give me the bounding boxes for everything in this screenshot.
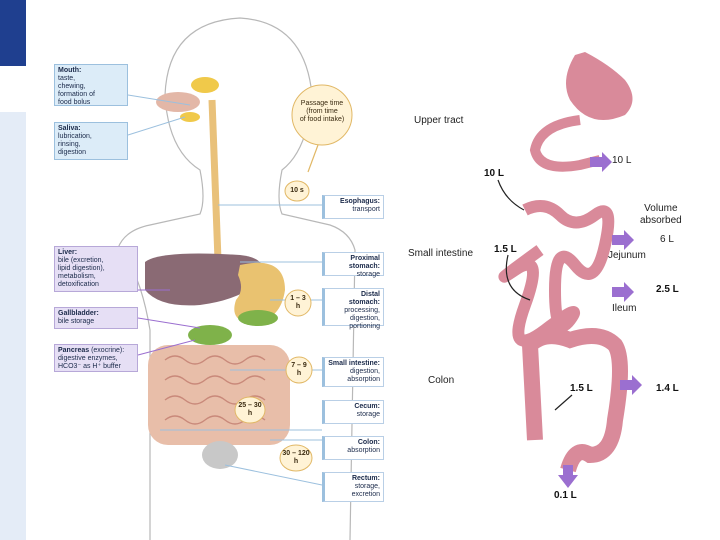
label-small-intestine: Small intestine: [408, 248, 474, 259]
value-in-10l: 10 L: [484, 168, 505, 179]
esophagus: [208, 99, 222, 261]
rectum: [202, 441, 238, 469]
box-proximal-stomach-body: storage: [356, 271, 380, 278]
colon-frame: [521, 328, 628, 473]
small-intestine-loops: [164, 355, 266, 425]
label-mouth: Mouth: taste, chewing, formation of food…: [54, 64, 128, 106]
label-colon: Colon: [428, 375, 455, 386]
value-jejunum: 6 L: [660, 234, 674, 245]
box-small-intestine: Small intestine: digestion, absorption: [322, 357, 384, 387]
box-rectum-body: storage, excretion: [351, 483, 380, 498]
box-colon-title: Colon:: [357, 439, 380, 446]
box-esophagus: Esophagus: transport: [322, 195, 384, 219]
time-cecum: 25 – 30 h: [238, 402, 262, 417]
value-ileum: 2.5 L: [656, 284, 679, 295]
duodenum: [529, 115, 602, 172]
time-stomach: 1 – 3 h: [290, 295, 306, 310]
salivary-gland: [191, 77, 219, 93]
inflow-arrow-colon: [554, 394, 573, 411]
time-small-intestine: 7 – 9 h: [291, 362, 307, 377]
box-cecum: Cecum: storage: [322, 400, 384, 424]
box-rectum-title: Rectum:: [351, 475, 380, 482]
label-gallbladder-body: bile storage: [58, 318, 95, 325]
inflow-arrow-1-5l: [505, 254, 531, 301]
box-cecum-title: Cecum:: [354, 403, 380, 410]
box-esophagus-body: transport: [352, 206, 380, 213]
label-mouth-title: Mouth:: [58, 67, 82, 74]
inflow-arrow-10l: [497, 179, 525, 211]
box-proximal-stomach: Proximal stomach: storage: [322, 252, 384, 278]
accent-bar-top: [0, 0, 26, 66]
label-liver-body: bile (excretion, lipid digestion), metab…: [58, 257, 105, 288]
box-distal-stomach-title: Distal stomach:: [348, 291, 380, 306]
value-in-1-5l: 1.5 L: [494, 244, 517, 255]
label-jejunum: Jejunum: [608, 250, 646, 261]
label-pancreas-body: digestive enzymes, HCO3⁻ as H⁺ buffer: [58, 355, 121, 370]
salivary-gland-lower: [180, 112, 200, 122]
label-liver: Liver: bile (excretion, lipid digestion)…: [54, 246, 138, 292]
box-small-intestine-title: Small intestine:: [328, 360, 380, 367]
label-ileum: Ileum: [612, 303, 637, 314]
oral-cavity: [156, 92, 200, 112]
label-saliva-title: Saliva:: [58, 125, 81, 132]
box-small-intestine-body: digestion, absorption: [347, 368, 380, 383]
label-pancreas-title-rest: (exocrine):: [89, 347, 125, 354]
label-saliva-body: lubrication, rinsing, digestion: [58, 133, 92, 156]
box-colon-body: absorption: [347, 447, 380, 454]
label-volume-absorbed: Volume absorbed: [640, 203, 682, 226]
small-intestine-coil: [498, 200, 615, 347]
box-esophagus-title: Esophagus:: [339, 198, 380, 205]
box-proximal-stomach-title: Proximal stomach:: [348, 255, 380, 270]
pancreas: [188, 325, 232, 345]
box-rectum: Rectum: storage, excretion: [322, 472, 384, 502]
box-colon: Colon: absorption: [322, 436, 384, 460]
pancreas-tail: [238, 310, 278, 326]
label-mouth-body: taste, chewing, formation of food bolus: [58, 75, 95, 106]
time-colon: 30 – 120 h: [282, 450, 310, 465]
value-out-10l: 10 L: [612, 155, 632, 166]
stomach: [234, 262, 285, 323]
box-cecum-body: storage: [356, 411, 380, 418]
value-colon-out: 0.1 L: [554, 490, 577, 501]
value-colon-in: 1.5 L: [570, 383, 593, 394]
label-pancreas-title: Pancreas: [58, 347, 90, 354]
label-liver-title: Liver:: [58, 249, 78, 256]
body-outline: [117, 17, 356, 540]
accent-bar-side: [0, 112, 26, 540]
passage-time-title: Passage time (from time of food intake): [299, 100, 345, 123]
box-distal-stomach: Distal stomach: processing, digestion, p…: [322, 288, 384, 330]
label-gallbladder-title: Gallbladder:: [58, 310, 99, 317]
time-esophagus: 10 s: [290, 187, 304, 194]
label-pancreas: Pancreas (exocrine): digestive enzymes, …: [54, 344, 138, 372]
box-distal-stomach-body: processing, digestion, portioning: [344, 307, 380, 330]
value-colon-absorbed: 1.4 L: [656, 383, 679, 394]
label-saliva: Saliva: lubrication, rinsing, digestion: [54, 122, 128, 160]
absorption-arrows: [558, 152, 642, 488]
label-gallbladder: Gallbladder: bile storage: [54, 307, 138, 329]
liver: [145, 253, 264, 306]
label-upper-tract: Upper tract: [414, 115, 464, 126]
upper-tract-stomach: [566, 52, 633, 120]
